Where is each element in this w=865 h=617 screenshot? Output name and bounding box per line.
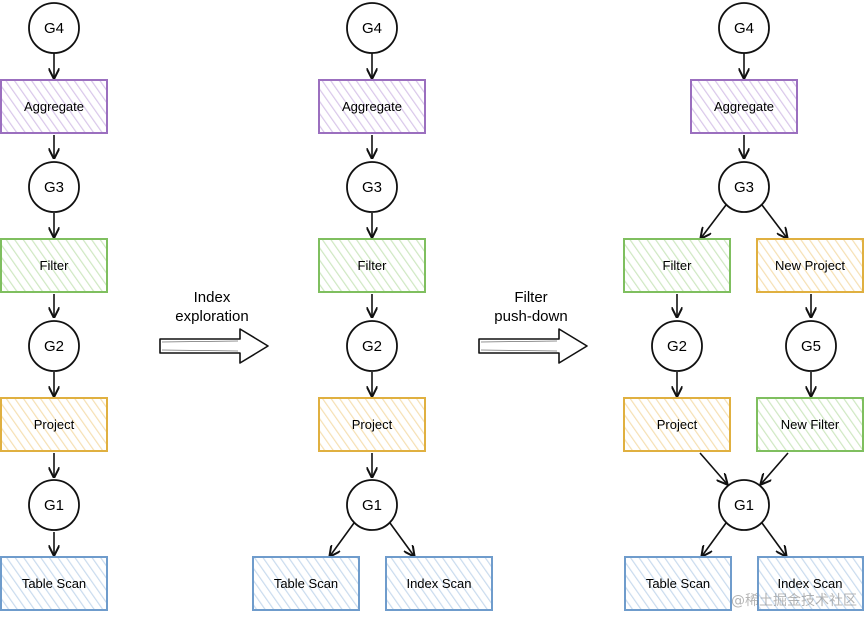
transition-filter-push-down: Filter push-down bbox=[478, 289, 588, 364]
operator-aggregate: Aggregate bbox=[0, 79, 108, 134]
group-node-g4: G4 bbox=[718, 2, 770, 54]
operator-index-scan: Index Scan bbox=[757, 556, 864, 611]
transition-label-line1: Filter bbox=[514, 289, 547, 306]
operator-aggregate: Aggregate bbox=[690, 79, 798, 134]
group-label: G3 bbox=[44, 179, 64, 196]
edge-project-g1 bbox=[699, 452, 727, 484]
group-node-g2: G2 bbox=[28, 320, 80, 372]
operator-filter: Filter bbox=[318, 238, 426, 293]
group-label: G1 bbox=[362, 497, 382, 514]
plan-original: G4 G3 G2 G1 Aggregate Filter Project bbox=[0, 2, 108, 611]
operator-label: Index Scan bbox=[406, 576, 471, 591]
transition-index-exploration: Index exploration bbox=[159, 289, 269, 364]
edge-new-filter-g1 bbox=[761, 452, 789, 484]
group-node-g1: G1 bbox=[28, 479, 80, 531]
group-label: G2 bbox=[667, 338, 687, 355]
operator-label: Filter bbox=[663, 258, 693, 273]
edge-g1-tablescan bbox=[330, 522, 355, 556]
operator-label: New Filter bbox=[781, 417, 840, 432]
group-node-g2: G2 bbox=[651, 320, 703, 372]
operator-label: Table Scan bbox=[274, 576, 338, 591]
operator-label: Project bbox=[34, 417, 75, 432]
transition-label-line2: push-down bbox=[494, 308, 567, 325]
group-node-g1: G1 bbox=[346, 479, 398, 531]
transition-arrow-icon bbox=[159, 328, 269, 364]
operator-table-scan: Table Scan bbox=[252, 556, 360, 611]
operator-label: Index Scan bbox=[777, 576, 842, 591]
transition-label-line2: exploration bbox=[175, 308, 248, 325]
operator-filter: Filter bbox=[623, 238, 731, 293]
group-node-g3: G3 bbox=[28, 161, 80, 213]
operator-label: Aggregate bbox=[714, 99, 774, 114]
group-node-g4: G4 bbox=[28, 2, 80, 54]
group-label: G2 bbox=[44, 338, 64, 355]
transition-label-line1: Index bbox=[194, 289, 231, 306]
group-label: G4 bbox=[734, 20, 754, 37]
group-label: G3 bbox=[362, 179, 382, 196]
plan-filter-push-down: G4 G3 G2 G5 G1 Aggregate Filter New Pr bbox=[623, 2, 864, 611]
edge-g3-filter bbox=[701, 204, 727, 238]
operator-label: Aggregate bbox=[24, 99, 84, 114]
operator-label: Project bbox=[352, 417, 393, 432]
group-label: G4 bbox=[362, 20, 382, 37]
operator-filter: Filter bbox=[0, 238, 108, 293]
edge-g1-indexscan bbox=[761, 522, 786, 556]
operator-label: Table Scan bbox=[646, 576, 710, 591]
group-label: G3 bbox=[734, 179, 754, 196]
operator-project: Project bbox=[318, 397, 426, 452]
transition-arrow-icon bbox=[478, 328, 588, 364]
operator-new-project: New Project bbox=[756, 238, 864, 293]
group-node-g5: G5 bbox=[785, 320, 837, 372]
group-label: G5 bbox=[801, 338, 821, 355]
operator-label: Project bbox=[657, 417, 698, 432]
operator-label: New Project bbox=[775, 258, 845, 273]
operator-table-scan: Table Scan bbox=[624, 556, 732, 611]
plan-index-exploration: G4 G3 G2 G1 Aggregate Filter Project T bbox=[252, 2, 493, 611]
edge-g1-tablescan bbox=[702, 522, 727, 556]
operator-label: Filter bbox=[358, 258, 388, 273]
group-node-g3: G3 bbox=[346, 161, 398, 213]
edge-g3-new-project bbox=[761, 204, 787, 238]
edge-g1-indexscan bbox=[389, 522, 414, 556]
operator-project: Project bbox=[623, 397, 731, 452]
operator-label: Aggregate bbox=[342, 99, 402, 114]
group-label: G4 bbox=[44, 20, 64, 37]
operator-index-scan: Index Scan bbox=[385, 556, 493, 611]
watermark: @稀土掘金技术社区 bbox=[731, 593, 857, 609]
group-label: G1 bbox=[44, 497, 64, 514]
operator-table-scan: Table Scan bbox=[0, 556, 108, 611]
operator-label: Filter bbox=[40, 258, 70, 273]
operator-label: Table Scan bbox=[22, 576, 86, 591]
group-node-g3: G3 bbox=[718, 161, 770, 213]
group-node-g4: G4 bbox=[346, 2, 398, 54]
group-node-g1: G1 bbox=[718, 479, 770, 531]
group-node-g2: G2 bbox=[346, 320, 398, 372]
operator-aggregate: Aggregate bbox=[318, 79, 426, 134]
operator-project: Project bbox=[0, 397, 108, 452]
operator-new-filter: New Filter bbox=[756, 397, 864, 452]
group-label: G2 bbox=[362, 338, 382, 355]
group-label: G1 bbox=[734, 497, 754, 514]
